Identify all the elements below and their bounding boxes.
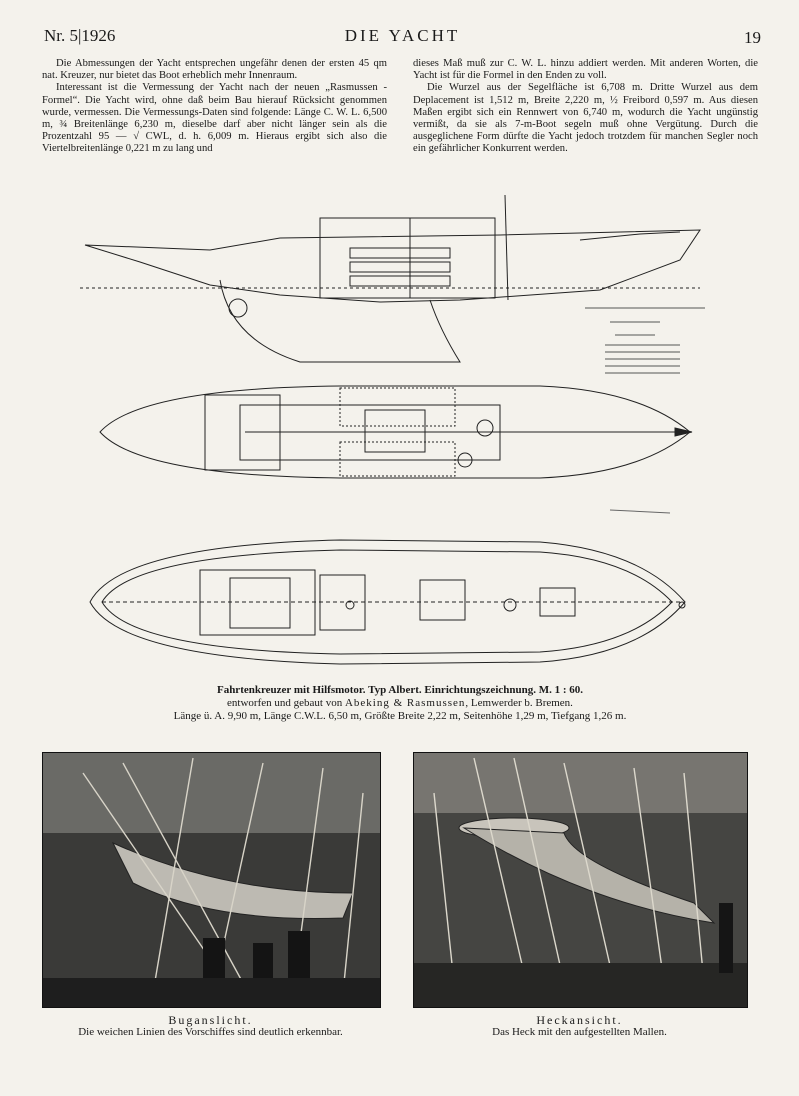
drawing-caption-dimensions: Länge ü. A. 9,90 m, Länge C.W.L. 6,50 m,…	[173, 710, 627, 722]
accommodation-plan	[99, 385, 693, 514]
stern-photo-image	[414, 753, 747, 1007]
page-number: 19	[744, 28, 761, 47]
paragraph: dieses Maß muß zur C. W. L. hinzu addier…	[413, 58, 758, 82]
issue-number: Nr. 5|1926	[44, 26, 116, 45]
builder-suffix: , Lemwerder b. Bremen.	[465, 697, 573, 709]
builder-name: Abeking & Rasmussen	[344, 697, 466, 709]
drawing-svg	[80, 194, 705, 665]
paragraph: Die Abmessungen der Yacht entsprechen un…	[42, 58, 387, 82]
drawing-caption-builder: entworfen und gebaut von Abeking & Rasmu…	[40, 697, 760, 710]
yacht-construction-drawing	[80, 190, 720, 680]
photo-caption-right: Heckansicht. Das Heck mit den aufgestell…	[413, 1014, 746, 1038]
photo-stern-view	[413, 752, 748, 1008]
paragraph: Interessant ist die Vermessung der Yacht…	[42, 82, 387, 155]
page-header: Nr. 5|1926 DIE YACHT 19	[44, 26, 761, 48]
photo-caption-left: Buganslicht. Die weichen Linien des Vors…	[42, 1014, 379, 1038]
drawing-caption-title: Fahrtenkreuzer mit Hilfsmotor. Typ Alber…	[216, 684, 584, 696]
photo-subtitle-left: Die weichen Linien des Vorschiffes sind …	[78, 1026, 343, 1038]
photo-title-right: Heckansicht.	[536, 1013, 623, 1027]
drawing-caption: Fahrtenkreuzer mit Hilfsmotor. Typ Alber…	[40, 684, 760, 723]
photo-subtitle-right: Das Heck mit den aufgestellten Mallen.	[492, 1026, 667, 1038]
text-column-right: dieses Maß muß zur C. W. L. hinzu addier…	[413, 58, 758, 156]
builder-prefix: entworfen und gebaut von	[227, 697, 343, 709]
bow-photo-image	[43, 753, 380, 1007]
side-profile	[80, 194, 701, 363]
photo-bow-view	[42, 752, 381, 1008]
deck-plan	[89, 539, 686, 665]
paragraph: Die Wurzel aus der Segelfläche ist 6,708…	[413, 82, 758, 155]
dimension-table	[585, 307, 705, 374]
magazine-title: DIE YACHT	[344, 26, 461, 45]
text-column-left: Die Abmessungen der Yacht entsprechen un…	[42, 58, 387, 156]
photo-title-left: Buganslicht.	[168, 1013, 253, 1027]
